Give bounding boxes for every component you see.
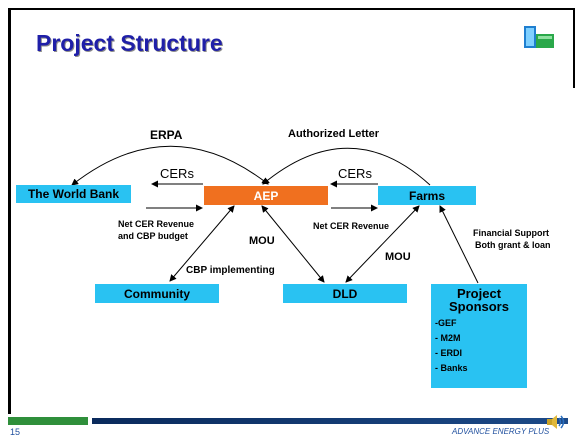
node-project-sponsors: Project Sponsors -GEF - M2M - ERDI - Ban…	[431, 284, 527, 388]
footer-bar	[92, 418, 568, 424]
node-farms: Farms	[378, 186, 476, 205]
node-aep: AEP	[204, 186, 328, 205]
sponsors-title-1: Project	[456, 286, 502, 301]
slide-border-top	[8, 8, 575, 10]
node-dld: DLD	[283, 284, 407, 303]
node-world-bank: The World Bank	[16, 185, 131, 203]
label-mou-right: MOU	[385, 251, 411, 263]
slide-border-right	[573, 8, 575, 88]
footer-bar-accent	[8, 417, 88, 425]
sponsor-item: - M2M	[435, 333, 461, 343]
footer-brand: ADVANCE ENERGY PLUS	[452, 427, 550, 436]
slide-border-left	[8, 8, 11, 414]
speaker-icon[interactable]	[545, 413, 567, 431]
sponsors-title-2: Sponsors	[449, 299, 509, 314]
sponsor-item: - Banks	[435, 363, 468, 373]
sponsor-item: -GEF	[435, 318, 457, 328]
erpa-arc	[71, 145, 269, 186]
label-net-cer-left-2: and CBP budget	[118, 231, 188, 241]
aep-dld-line	[261, 205, 325, 283]
page-number: 15	[10, 427, 21, 437]
logo-icon	[524, 26, 554, 48]
aep-community-line	[169, 205, 235, 282]
label-erpa: ERPA	[150, 128, 183, 142]
slide-title: Project Structure	[36, 30, 223, 56]
label-authorized-letter: Authorized Letter	[288, 128, 380, 140]
label-net-cer-left-1: Net CER Revenue	[118, 219, 195, 229]
dld-farms-line	[345, 205, 420, 283]
label-mou-left: MOU	[249, 235, 275, 247]
label-financial-support-1: Financial Support	[473, 228, 550, 238]
label-cers-right: CERs	[338, 166, 372, 181]
label-cbp-implementing: CBP implementing	[186, 265, 275, 276]
sponsor-item: - ERDI	[435, 348, 462, 358]
sponsors-farms-line	[439, 205, 479, 284]
label-net-cer-right: Net CER Revenue	[313, 221, 390, 231]
label-cers-left: CERs	[160, 166, 194, 181]
authorized-letter-arc	[262, 147, 431, 186]
node-community: Community	[95, 284, 219, 303]
label-financial-support-2: Both grant & loan	[475, 240, 551, 250]
